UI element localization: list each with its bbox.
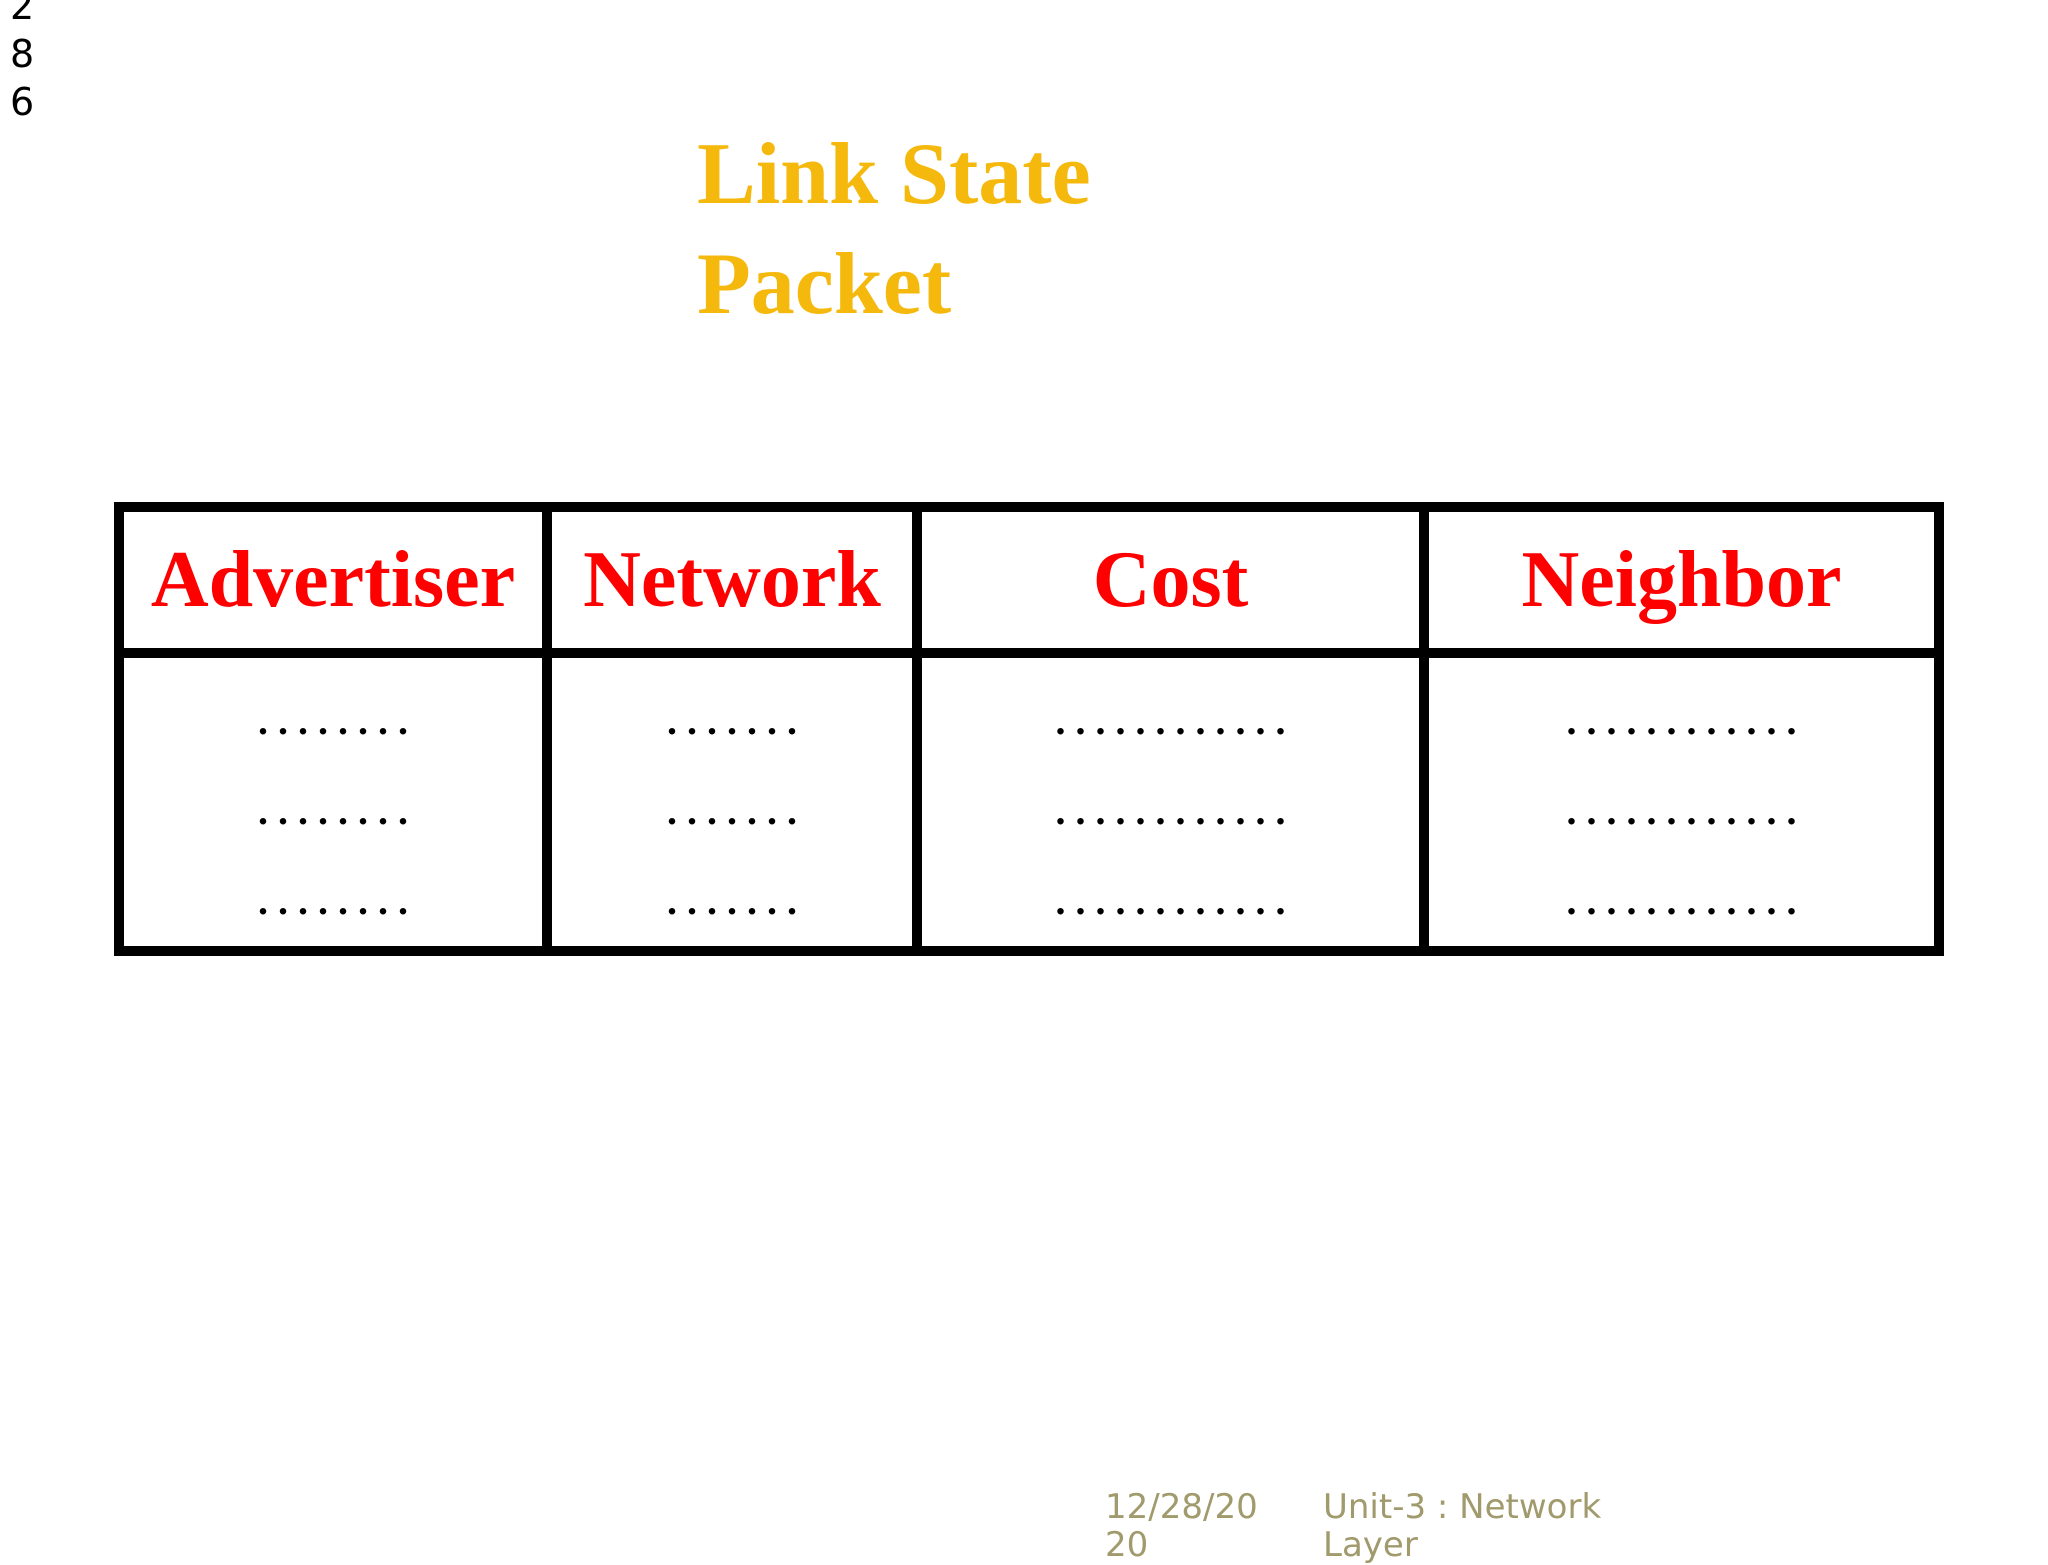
footer-date: 12/28/2020 — [1105, 1487, 1258, 1565]
header-cost: Cost — [912, 502, 1429, 658]
dots-placeholder: . . . . . . . . . . . . — [1566, 698, 1797, 743]
footer-unit-label: Unit-3 : Network Layer — [1323, 1487, 1602, 1565]
dots-placeholder: . . . . . . . . — [258, 698, 408, 743]
dots-placeholder: . . . . . . . . . . . . — [1055, 878, 1286, 923]
link-state-packet-table: Advertiser Network Cost Neighbor . . . .… — [114, 502, 1944, 956]
dots-placeholder: . . . . . . . . . . . . — [1566, 878, 1797, 923]
dots-placeholder: . . . . . . . . — [258, 878, 408, 923]
slide-title: Link State Packet — [697, 126, 1091, 333]
header-advertiser: Advertiser — [114, 502, 552, 658]
dots-placeholder: . . . . . . . . — [258, 788, 408, 833]
dots-placeholder: . . . . . . . . . . . . — [1055, 788, 1286, 833]
advertiser-cell: . . . . . . . . . . . . . . . . . . . . … — [114, 648, 552, 956]
dots-placeholder: . . . . . . . — [667, 878, 797, 923]
cost-cell: . . . . . . . . . . . . . . . . . . . . … — [912, 648, 1429, 956]
dots-placeholder: . . . . . . . . . . . . — [1566, 788, 1797, 833]
dots-placeholder: . . . . . . . — [667, 698, 797, 743]
header-neighbor: Neighbor — [1419, 502, 1944, 658]
table-body-row: . . . . . . . . . . . . . . . . . . . . … — [114, 648, 1944, 956]
header-network: Network — [542, 502, 922, 658]
dots-placeholder: . . . . . . . — [667, 788, 797, 833]
network-cell: . . . . . . . . . . . . . . . . . . . . … — [542, 648, 922, 956]
slide-number: 286 — [10, 0, 35, 124]
table-header-row: Advertiser Network Cost Neighbor — [114, 502, 1944, 658]
dots-placeholder: . . . . . . . . . . . . — [1055, 698, 1286, 743]
neighbor-cell: . . . . . . . . . . . . . . . . . . . . … — [1419, 648, 1944, 956]
